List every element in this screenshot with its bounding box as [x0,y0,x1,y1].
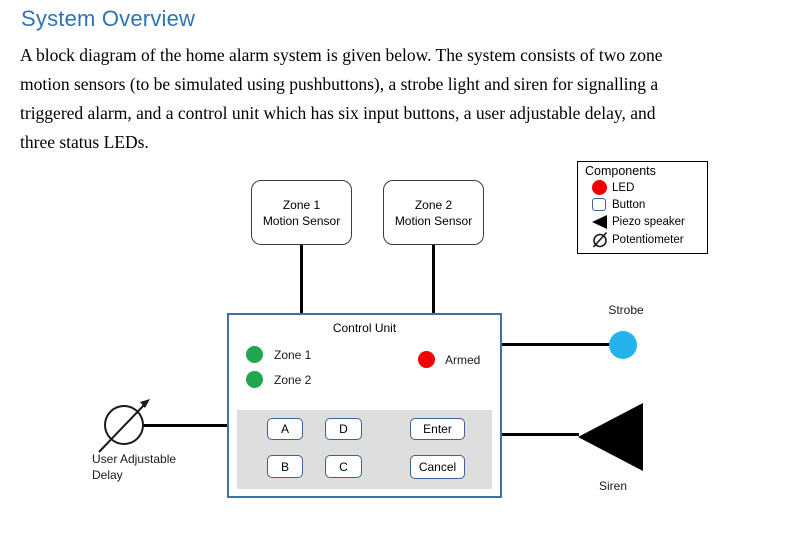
led-icon [592,180,607,196]
siren-speaker-icon [578,403,643,471]
zone2-connection-wire [432,245,435,314]
zone2-led-label: Zone 2 [274,373,312,387]
piezo-speaker-icon [592,215,607,230]
armed-led-label: Armed [445,353,481,367]
control-unit-box: Control Unit Zone 1 Zone 2 Armed A D Ent… [227,313,502,498]
strobe-label: Strobe [608,303,644,317]
armed-led-icon [418,351,435,368]
keypad-button-cancel: Cancel [410,455,465,479]
keypad-button-enter: Enter [410,418,465,440]
legend-item-label: Potentiometer [612,233,684,246]
zone2-motion-sensor-box: Zone 2 Motion Sensor [383,180,484,245]
legend-item-label: Piezo speaker [612,216,685,229]
strobe-led-icon [609,331,637,359]
zone1-led-icon [246,346,263,363]
zone1-motion-sensor-box: Zone 1 Motion Sensor [251,180,352,245]
legend-item-label: LED [612,181,635,194]
components-legend: Components LED Button Piezo speaker Pote… [577,161,708,254]
potentiometer-icon [98,399,150,453]
keypad-button-c: C [325,455,362,478]
zone1-connection-wire [300,245,303,314]
legend-item-led: LED [592,179,707,196]
legend-item-button: Button [592,196,707,213]
keypad-button-b: B [267,455,303,478]
page-title: System Overview [21,6,196,31]
legend-title: Components [585,164,656,178]
legend-item-potentiometer: Potentiometer [592,231,707,248]
siren-label: Siren [598,479,627,493]
control-unit-title: Control Unit [332,321,397,335]
body-paragraph: A block diagram of the home alarm system… [20,45,663,152]
siren-connection-wire [501,433,579,436]
zone1-led-label: Zone 1 [274,348,312,362]
keypad-button-a: A [267,418,303,440]
legend-item-piezo: Piezo speaker [592,214,707,231]
zone2-led-icon [246,371,263,388]
delay-connection-wire [143,424,228,427]
button-icon [592,198,606,212]
keypad-button-d: D [325,418,362,440]
legend-item-label: Button [612,198,646,211]
user-adjustable-delay-label: User Adjustable Delay [92,452,177,482]
strobe-connection-wire [501,343,611,346]
potentiometer-icon [592,231,608,248]
keypad-panel: A D Enter B C Cancel [237,410,492,489]
